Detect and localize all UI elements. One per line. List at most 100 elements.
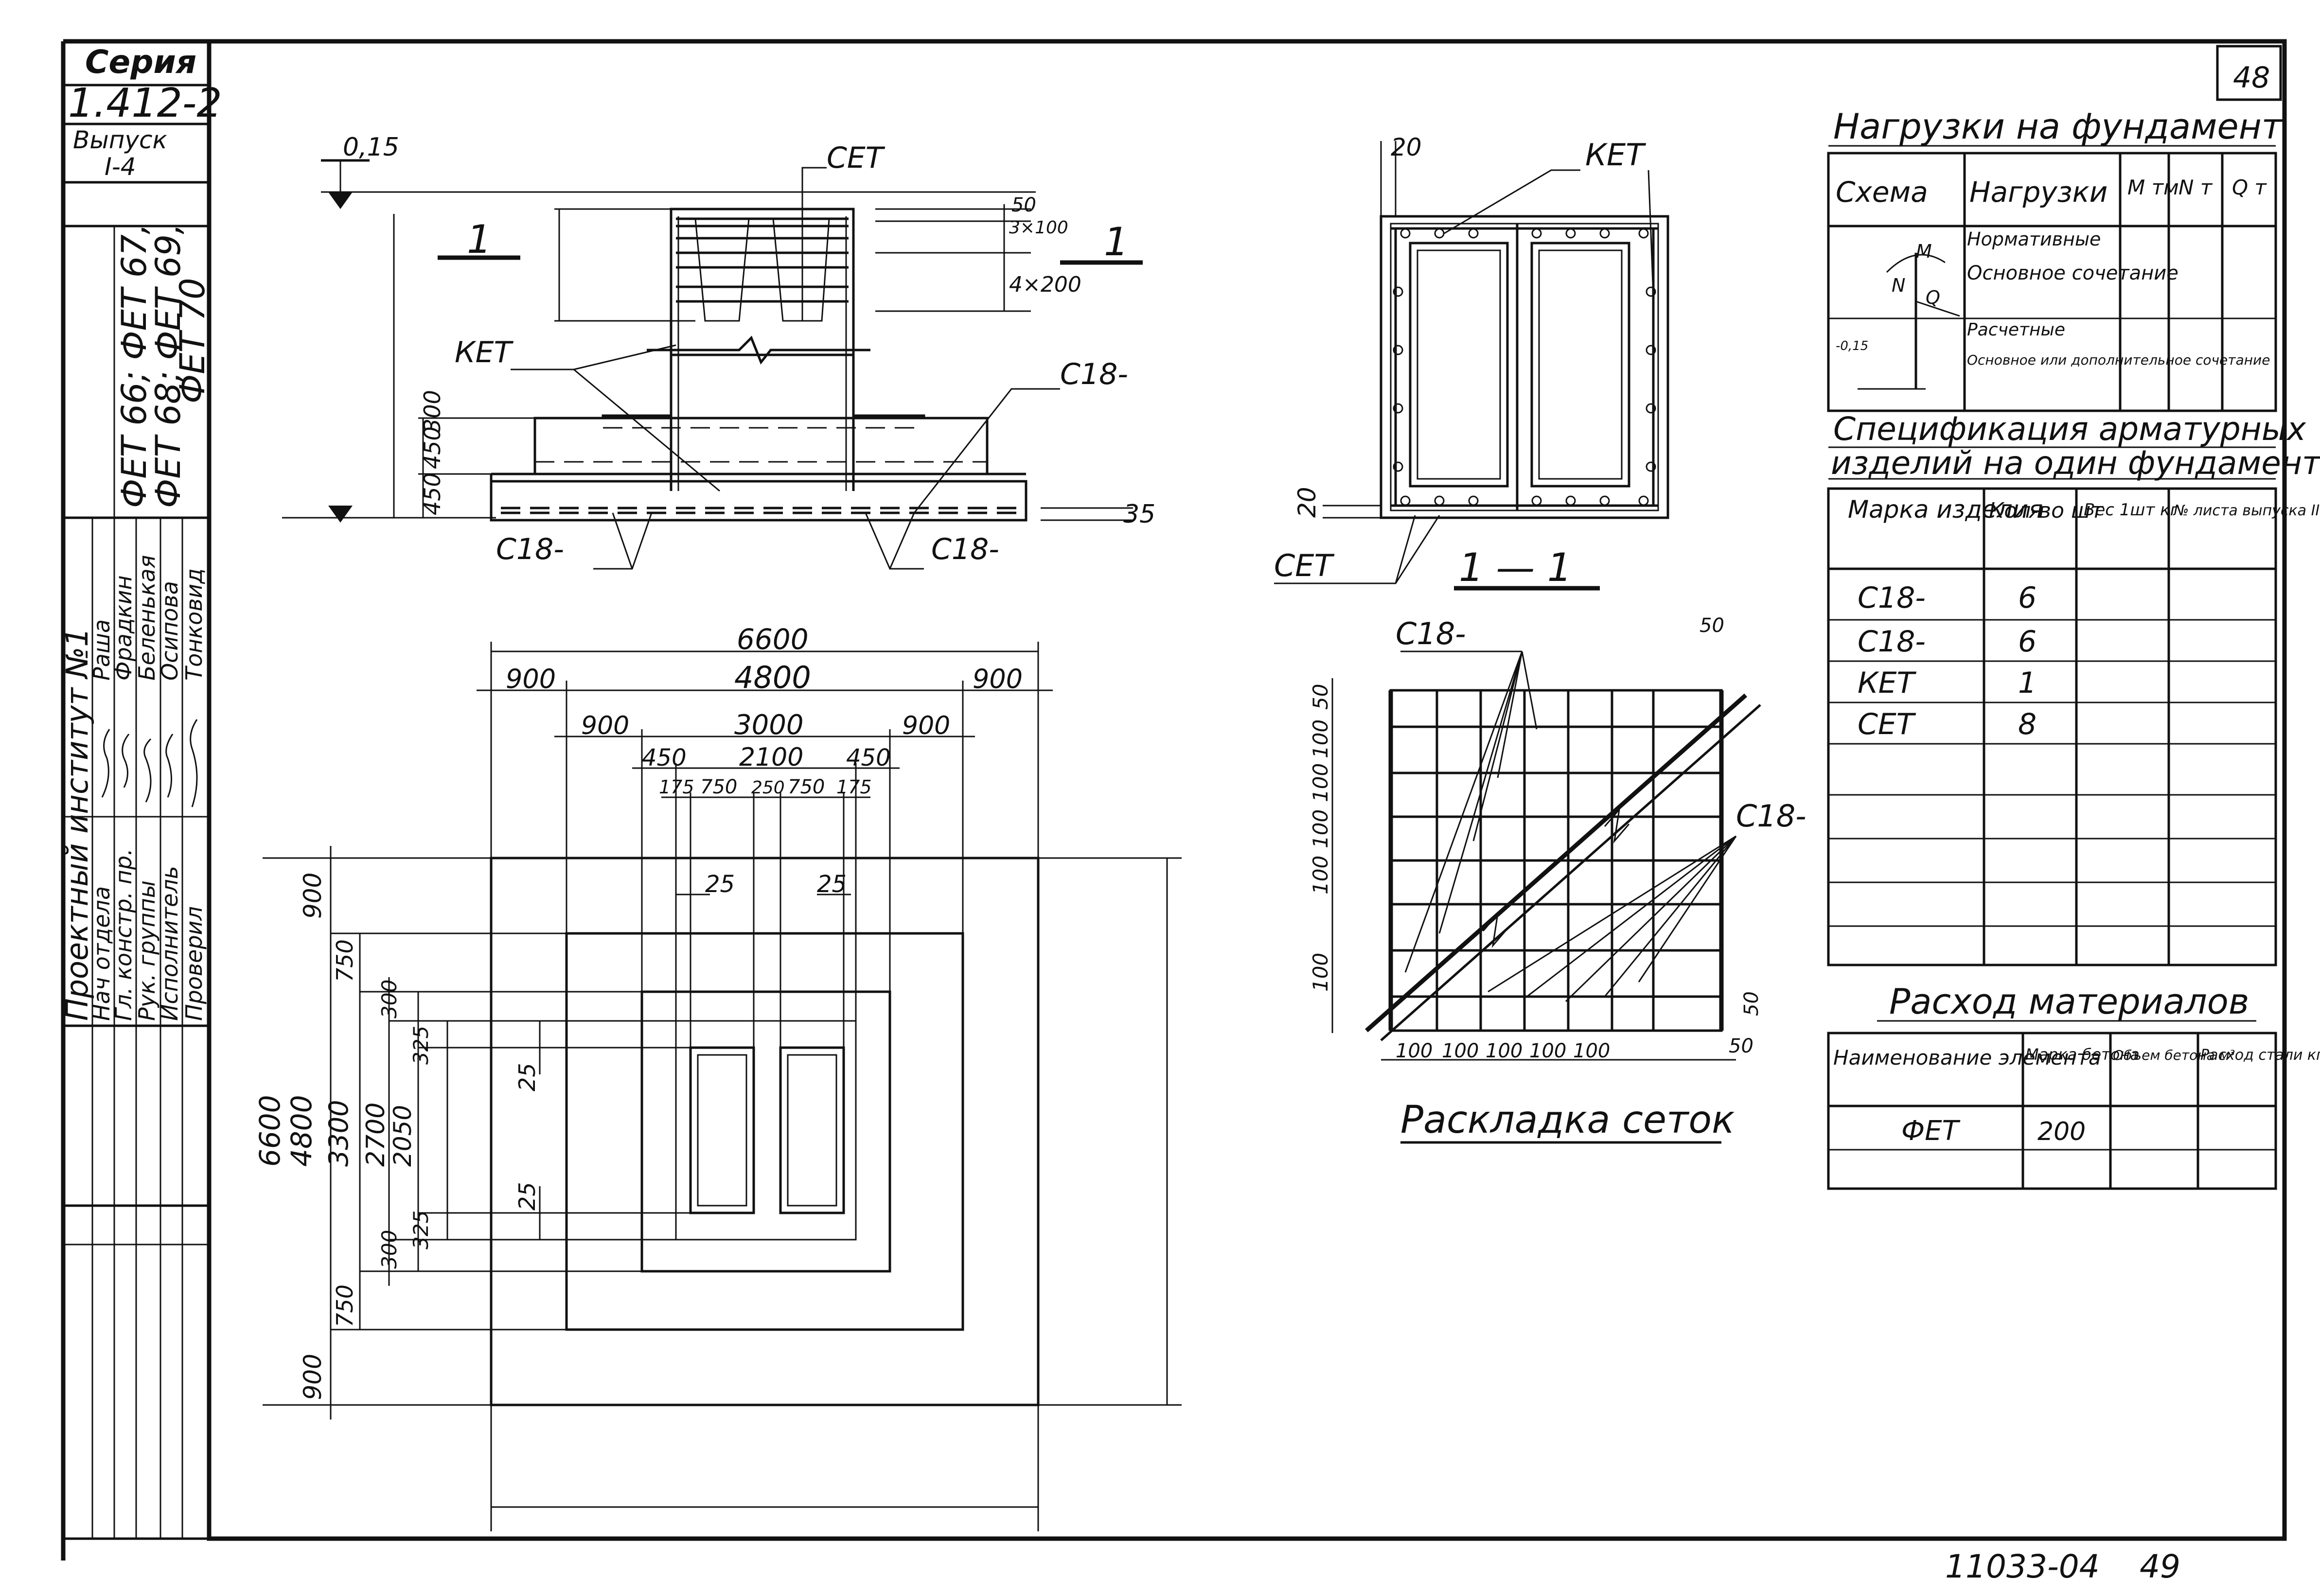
level-top-label: 0,15: [343, 133, 399, 162]
signatures: [101, 719, 198, 807]
plan-dim-25-a: 25: [705, 871, 735, 898]
loads-header-n: N т: [2178, 175, 2213, 199]
grid-left-50: 50: [1309, 684, 1332, 710]
stamp-institute: Проектный институт №1: [59, 628, 95, 1021]
title-stamp: Серия 1.412-2 Выпуск I-4 ФЕТ 66; ФЕТ 67,…: [59, 43, 222, 1539]
stamp-mark-2: ФЕТ 68; ФЕТ 69,: [148, 224, 188, 508]
grid-left-100-c: 100: [1309, 809, 1332, 848]
callout-c18-elev-left: С18-: [496, 532, 564, 566]
materials-title: Расход материалов: [1889, 981, 2249, 1022]
spec-row4-mark: СЕТ: [1858, 707, 1916, 741]
plan-dim-v-2050: 2050: [389, 1105, 417, 1167]
callout-c18-mesh-top: С18-: [1396, 616, 1466, 651]
plan-dim-v-6600: 6600: [253, 1095, 286, 1167]
scheme-label-level: -0,15: [1836, 339, 1868, 353]
step-dim-2: 450: [419, 426, 445, 469]
stamp-role-3: Рук. группы: [134, 880, 160, 1021]
spec-row3-mark: КЕТ: [1858, 666, 1917, 700]
spec-table: Спецификация арматурных изделий на один …: [1827, 410, 2320, 966]
grid-left-100-a: 100: [1309, 719, 1332, 758]
callout-cet-section: СЕТ: [1274, 548, 1334, 583]
plan-dim-v-900-b: 900: [299, 1354, 327, 1400]
plan-dim-v-900-a: 900: [299, 873, 327, 919]
scheme-label-m: M: [1916, 241, 1932, 262]
footer-page: 49: [2140, 1548, 2180, 1585]
plan-dim-v-4800: 4800: [285, 1095, 318, 1167]
loads-header-m: М тм: [2127, 175, 2179, 199]
spec-row2-qty: 6: [2018, 625, 2037, 659]
step-dim-3: 300: [419, 390, 445, 433]
slab-offset-label: 35: [1123, 500, 1155, 529]
plan-dim-175-b: 175: [836, 776, 872, 798]
grid-left-100-b: 100: [1309, 763, 1332, 802]
callout-ket-section: КЕТ: [1585, 137, 1646, 173]
callout-c18-elev-mid: С18-: [931, 532, 999, 566]
loads-row2-combo: Основное или дополнительное сочетание: [1967, 352, 2270, 368]
plan-dim-v-3300: 3300: [323, 1100, 354, 1167]
grid-bottom-100-a: 100: [1396, 1040, 1433, 1062]
spec-row3-qty: 1: [2018, 666, 2037, 700]
issue-value: I-4: [105, 153, 136, 181]
section-cover-bottom: 20: [1293, 487, 1321, 518]
issue-label: Выпуск: [73, 126, 167, 154]
spec-header-sheet: № листа выпуска II: [2173, 502, 2320, 519]
plan-dim-v-750-b: 750: [332, 1284, 358, 1327]
page-number: 48: [2233, 61, 2270, 95]
plan-dim-25-b: 25: [817, 871, 847, 898]
plan-dim-v-750-a: 750: [332, 939, 358, 982]
plan-dim-v-325-a: 325: [409, 1026, 433, 1065]
loads-row2-kind: Расчетные: [1967, 320, 2065, 340]
materials-header-grade: Марка бетона: [2025, 1045, 2140, 1064]
callout-ket-elev: КЕТ: [455, 335, 514, 369]
scheme-label-n: N: [1892, 275, 1905, 296]
loads-title: Нагрузки на фундамент: [1833, 106, 2283, 147]
loads-row1-combo: Основное сочетание: [1967, 262, 2178, 284]
grid-right-50: 50: [1740, 991, 1763, 1016]
grid-left-100-d: 100: [1309, 856, 1332, 894]
materials-header-steel: Расход стали кг: [2200, 1047, 2320, 1064]
grid-bottom-100-e: 100: [1573, 1040, 1610, 1062]
stamp-mark-1: ФЕТ 66; ФЕТ 67,: [114, 224, 154, 508]
plan-dim-900-b: 900: [973, 664, 1023, 694]
loads-row1-kind: Нормативные: [1967, 228, 2101, 250]
grid-bottom-100-c: 100: [1486, 1040, 1523, 1062]
section-mark-right: 1: [1104, 219, 1129, 264]
section-title: 1 — 1: [1459, 545, 1572, 590]
series-value: 1.412-2: [68, 80, 222, 126]
plan-dim-v-300-a: 300: [377, 980, 401, 1018]
sheet-frame: [61, 39, 2287, 1561]
loads-header-loads: Нагрузки: [1969, 175, 2107, 209]
grid-top-right-50: 50: [1700, 614, 1724, 637]
stamp-name-4: Осипова: [157, 581, 183, 681]
plan-dim-3000: 3000: [734, 709, 804, 741]
elev-dim-4x200: 4×200: [1009, 272, 1081, 297]
loads-header-scheme: Схема: [1836, 175, 1928, 209]
spec-row4-qty: 8: [2018, 707, 2037, 741]
spec-header-qty: Кол-во шт: [1989, 498, 2104, 523]
series-label: Серия: [85, 43, 196, 81]
plan-dim-v-25-a: 25: [514, 1063, 540, 1091]
plan-dim-450-a: 450: [642, 744, 687, 772]
plan-dim-6600-top: 6600: [737, 623, 809, 656]
spec-row2-mark: С18-: [1858, 625, 1926, 659]
footer-code: 11033-04: [1945, 1548, 2100, 1585]
grid-bottom-100-b: 100: [1442, 1040, 1479, 1062]
grid-bottom-50: 50: [1729, 1035, 1753, 1057]
spec-title-2: изделий на один фундамент: [1831, 444, 2320, 482]
plan-view: 6600 900 4800 900 900 3000 900 450 2100 …: [253, 623, 1182, 1531]
spec-row1-mark: С18-: [1858, 581, 1926, 615]
spec-header-weight: Вес 1шт кг: [2084, 500, 2179, 520]
section-cover-top: 20: [1391, 133, 1422, 161]
stamp-role-5: Проверил: [181, 906, 207, 1021]
stamp-name-5: Тонковид: [181, 568, 207, 681]
plan-dim-900-d: 900: [902, 711, 950, 740]
plan-dim-175-a: 175: [659, 776, 694, 798]
plan-dim-v-300-b: 300: [377, 1230, 401, 1269]
callout-c18-elev-right: С18-: [1060, 357, 1128, 391]
stamp-role-2: Гл. констр. пр.: [110, 848, 137, 1021]
spec-header-mark: Марка изделия: [1848, 495, 2043, 524]
plan-dim-v-25-b: 25: [514, 1182, 540, 1210]
plan-dim-250: 250: [751, 778, 785, 798]
spec-title-1: Спецификация арматурных: [1833, 410, 2306, 448]
